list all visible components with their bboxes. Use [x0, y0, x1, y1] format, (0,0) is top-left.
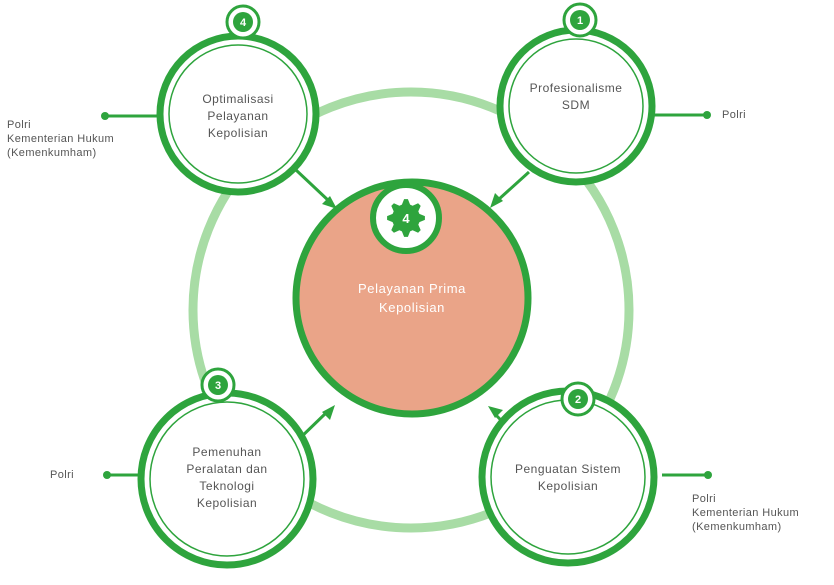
badge-bottom-left: 3	[200, 367, 236, 403]
node-line: Pemenuhan	[192, 445, 262, 459]
connector-top-right	[648, 111, 711, 119]
side-line: Kementerian Hukum	[692, 507, 800, 519]
node-line: Penguatan Sistem	[514, 462, 622, 476]
node-line: Kepolisian	[207, 126, 269, 140]
center-circle	[292, 178, 532, 418]
center-label-line1: Pelayanan Prima	[358, 281, 466, 296]
center-label: Pelayanan Prima Kepolisian	[322, 279, 502, 317]
gear-icon	[387, 199, 425, 237]
side-label-top-right: Polri	[722, 108, 746, 122]
center-badge-number: 4	[402, 211, 410, 226]
connector-bottom-right	[662, 471, 712, 479]
side-label-top-left: Polri Kementerian Hukum (Kemenkumham)	[7, 118, 114, 160]
side-label-bottom-right: Polri Kementerian Hukum (Kemenkumham)	[692, 492, 799, 534]
badge-number-bottom-left: 3	[215, 380, 221, 392]
side-line: Polri	[722, 109, 747, 121]
node-circle-penguatan	[478, 387, 658, 567]
side-label-bottom-left: Polri	[50, 468, 74, 482]
node-label-penguatan: Penguatan Sistem Kepolisian	[493, 461, 643, 495]
node-line: Teknologi	[199, 479, 255, 493]
outer-cycle-ring	[188, 87, 634, 533]
center-gear-badge: 4	[370, 182, 442, 254]
side-line: Polri	[692, 493, 717, 505]
side-line: Polri	[7, 119, 32, 131]
arrow-top-right	[490, 170, 531, 208]
badge-number-bottom-right: 2	[575, 394, 581, 406]
node-label-pemenuhan: Pemenuhan Peralatan dan Teknologi Kepoli…	[152, 444, 302, 512]
node-line: Kepolisian	[196, 496, 258, 510]
side-line: Polri	[50, 469, 75, 481]
badge-number-top-right: 1	[577, 15, 583, 27]
side-line: Kementerian Hukum	[7, 133, 115, 145]
node-line: SDM	[561, 98, 591, 112]
center-label-line2: Kepolisian	[379, 300, 445, 315]
badge-top-right: 1	[562, 2, 598, 38]
arrow-top-left	[294, 168, 337, 209]
node-line: Optimalisasi	[202, 92, 274, 106]
node-label-profesionalisme: Profesionalisme SDM	[506, 80, 646, 114]
node-line: Kepolisian	[537, 479, 599, 493]
badge-bottom-right: 2	[560, 381, 596, 417]
badge-top-left: 4	[225, 4, 261, 40]
node-line: Profesionalisme	[529, 81, 623, 95]
side-line: (Kemenkumham)	[7, 147, 97, 159]
side-line: (Kemenkumham)	[692, 521, 782, 533]
connector-top-left	[101, 112, 162, 120]
node-line: Pelayanan	[207, 109, 269, 123]
badge-number-top-left: 4	[240, 17, 247, 29]
node-line: Peralatan dan	[186, 462, 268, 476]
node-label-optimalisasi: Optimalisasi Pelayanan Kepolisian	[168, 91, 308, 142]
